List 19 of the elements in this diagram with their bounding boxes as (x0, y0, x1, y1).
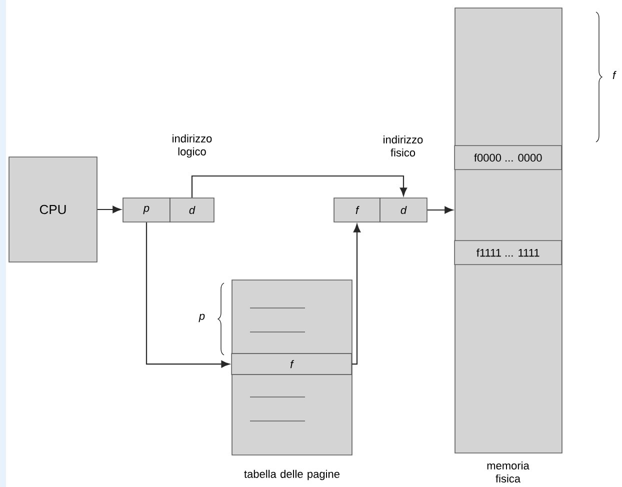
brace-label: f (612, 71, 616, 79)
arrow (191, 175, 408, 198)
arrow (352, 224, 361, 365)
memory-row: f1111 ... 1111 (454, 240, 562, 265)
arrow (146, 222, 230, 368)
address-cell: d (170, 198, 214, 222)
memory-row: f0000 ... 0000 (454, 145, 562, 170)
address-caption: indirizzo fisico (384, 135, 423, 157)
address-cell: p (122, 198, 170, 222)
table-row: f (231, 353, 352, 375)
brace-label: p (198, 314, 205, 322)
address-cell: f (334, 198, 380, 222)
memory-label: memoria fisica (487, 461, 530, 483)
address-cell: d (380, 198, 428, 222)
cpu-box: CPU (8, 156, 98, 262)
address-caption: indirizzo logico (172, 134, 212, 158)
arrow (97, 206, 122, 214)
table-label: tabella delle pagine (244, 470, 340, 480)
arrow (427, 206, 454, 214)
